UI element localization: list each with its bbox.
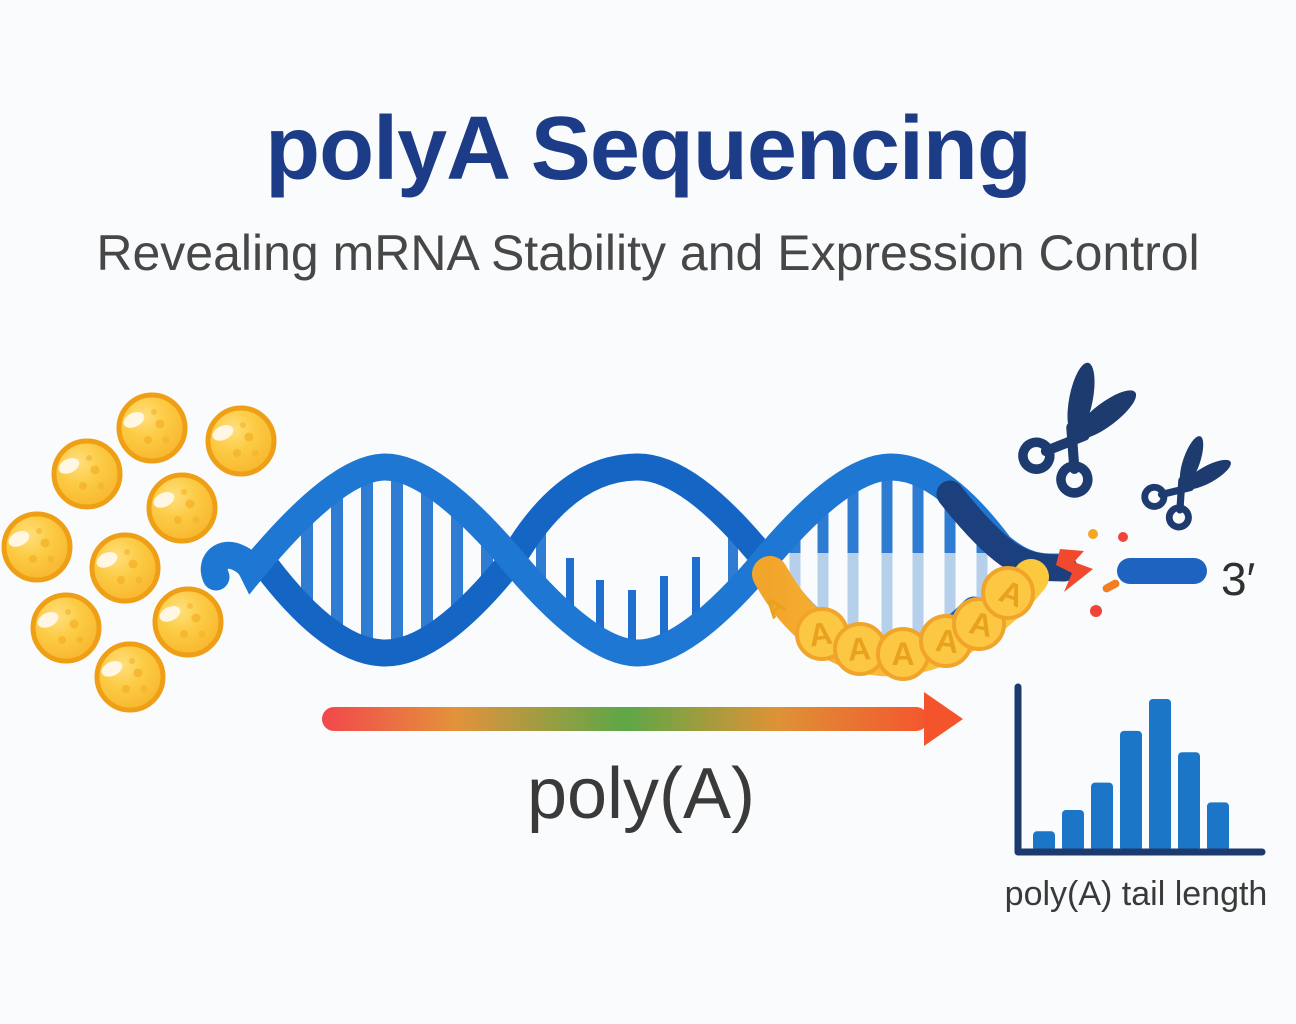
cleaved-fragment <box>1117 558 1207 584</box>
chart-bar <box>1091 782 1113 851</box>
arrow-shaft <box>322 707 928 731</box>
cut-burst-icon <box>1056 549 1093 592</box>
polya-beads: A A A A A A <box>795 566 1035 681</box>
chart-caption: poly(A) tail length <box>1005 875 1268 913</box>
chart-bar <box>1207 802 1229 851</box>
adenosine-molecule <box>208 408 274 474</box>
adenosine-molecule <box>155 589 221 655</box>
chart-axes <box>1014 683 1266 856</box>
tail-length-chart: poly(A) tail length <box>1005 683 1268 913</box>
arrow-head <box>924 692 963 746</box>
adenosine-molecule <box>33 595 99 661</box>
adenine-letter: A <box>807 615 835 654</box>
page-subtitle: Revealing mRNA Stability and Expression … <box>96 225 1200 281</box>
adenosine-molecule <box>119 395 185 461</box>
spark-dash <box>1102 579 1120 593</box>
adenosine-molecule <box>149 475 215 541</box>
spark-dot <box>1088 529 1098 539</box>
three-prime-label: 3′ <box>1221 553 1255 605</box>
adenosine-molecule <box>97 644 163 710</box>
scissors-icon <box>1015 353 1146 499</box>
polya-arrow: poly(A) <box>322 692 963 834</box>
adenosine-molecule <box>92 535 158 601</box>
polya-arrow-label: poly(A) <box>527 754 755 834</box>
adenosine-molecule <box>4 514 70 580</box>
chart-bar <box>1149 699 1171 851</box>
chart-bar <box>1120 730 1142 851</box>
scissors-icon <box>1139 429 1238 532</box>
chart-bar <box>1062 809 1084 851</box>
chart-bars <box>1033 699 1229 851</box>
mrna-3prime-end <box>936 480 1078 582</box>
spark-dot <box>1118 532 1128 542</box>
helix-strand-sense <box>200 453 1076 667</box>
adenine-letter: A <box>846 630 872 668</box>
chart-bar <box>1033 831 1055 851</box>
page-title: polyA Sequencing <box>265 99 1032 199</box>
spark-dot <box>1090 605 1102 617</box>
adenine-letter: A <box>891 636 914 672</box>
chart-bar <box>1178 752 1200 851</box>
cleavage-site: 3′ <box>1015 353 1255 617</box>
adenosine-molecule <box>54 441 120 507</box>
adenine-letter: A <box>934 622 961 660</box>
